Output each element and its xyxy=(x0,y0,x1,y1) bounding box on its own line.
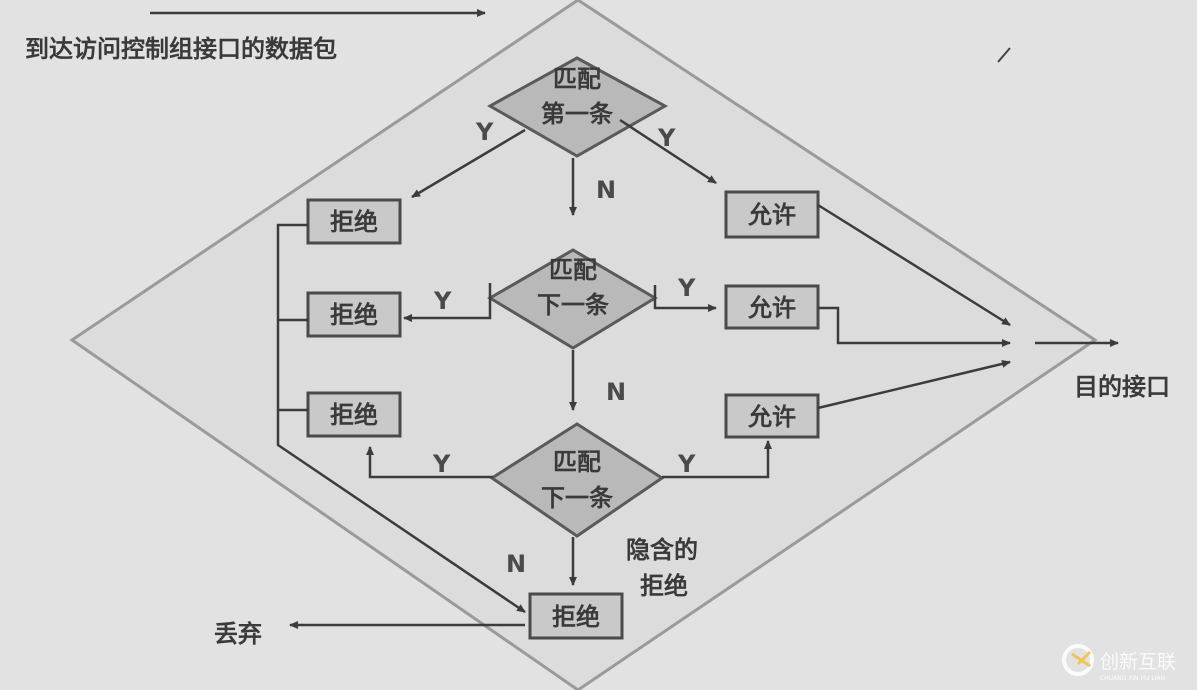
watermark-logo: 创新互联 CHUANG XIN HU LIAN xyxy=(1062,644,1176,682)
svg-text:拒绝: 拒绝 xyxy=(330,401,378,429)
permit-box-3: 允许 xyxy=(724,393,820,439)
deny-bus-line xyxy=(276,223,526,614)
svg-text:下一条: 下一条 xyxy=(541,484,614,512)
no-label: N xyxy=(506,550,526,578)
no-label: N xyxy=(606,378,626,406)
permit-box-2: 允许 xyxy=(724,284,820,330)
arrow-d2-permit xyxy=(653,285,717,312)
arrow-d3-permit xyxy=(662,440,772,479)
svg-text:拒绝: 拒绝 xyxy=(330,208,378,236)
destination-label: 目的接口 xyxy=(1074,373,1170,401)
svg-text:拒绝: 拒绝 xyxy=(330,301,378,329)
svg-text:允许: 允许 xyxy=(747,403,796,431)
implicit-deny-label: 拒绝 xyxy=(640,572,688,600)
no-label: N xyxy=(596,176,616,204)
arrow-d1-permit xyxy=(619,118,717,185)
yes-label: Y xyxy=(677,450,696,478)
arrow-permit2-dest xyxy=(818,306,1011,347)
svg-text:创新互联: 创新互联 xyxy=(1100,651,1176,673)
svg-text:CHUANG XIN HU LIAN: CHUANG XIN HU LIAN xyxy=(1100,675,1165,682)
arrow-permit3-dest xyxy=(817,359,1011,410)
arrow-d2-deny xyxy=(403,283,492,322)
svg-text:匹配: 匹配 xyxy=(553,448,601,476)
implicit-deny-box: 拒绝 xyxy=(528,592,624,640)
yes-label: Y xyxy=(433,287,452,315)
pen-cursor-icon xyxy=(997,47,1011,63)
title: 到达访问控制组接口的数据包 xyxy=(25,35,337,63)
svg-text:拒绝: 拒绝 xyxy=(552,603,600,631)
svg-text:第一条: 第一条 xyxy=(541,100,614,128)
deny-box-2: 拒绝 xyxy=(306,291,402,338)
svg-text:匹配: 匹配 xyxy=(549,256,597,284)
deny-box-3: 拒绝 xyxy=(306,391,402,438)
decision-match-first: 匹配 第一条 xyxy=(486,56,669,158)
yes-label: Y xyxy=(677,274,696,302)
svg-text:下一条: 下一条 xyxy=(537,291,610,319)
implicit-deny-label: 隐含的 xyxy=(626,536,698,564)
yes-label: Y xyxy=(432,450,451,478)
arrow-d3-deny xyxy=(366,446,493,479)
decision-match-next-2: 匹配 下一条 xyxy=(489,422,665,538)
svg-text:允许: 允许 xyxy=(747,201,796,229)
permit-box-1: 允许 xyxy=(724,190,820,239)
decision-match-next-1: 匹配 下一条 xyxy=(487,248,658,350)
yes-label: Y xyxy=(657,124,676,152)
deny-box-1: 拒绝 xyxy=(306,198,402,245)
svg-text:匹配: 匹配 xyxy=(553,65,601,93)
arrow-d1-deny xyxy=(411,128,526,199)
interface-diamond-outline xyxy=(69,0,1098,690)
arrow-permit1-dest xyxy=(817,203,1011,327)
svg-text:允许: 允许 xyxy=(747,294,796,322)
drop-label: 丢弃 xyxy=(214,620,262,648)
yes-label: Y xyxy=(475,118,494,146)
